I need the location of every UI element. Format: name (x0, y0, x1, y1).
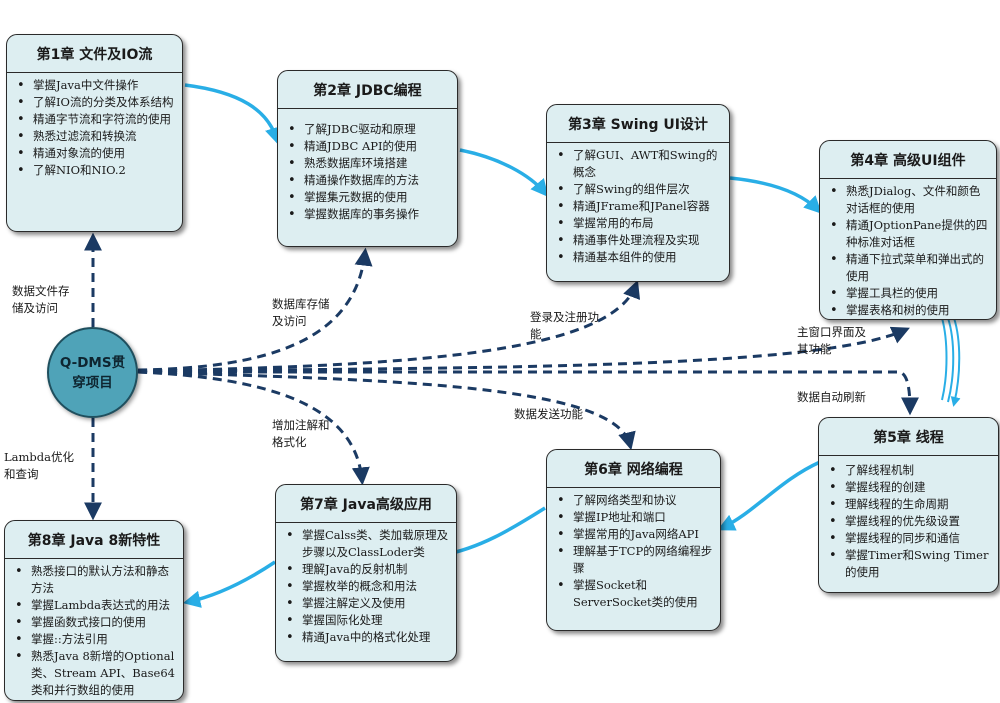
link-hub-ch4 (137, 326, 910, 373)
list-item: 掌握国际化处理 (284, 612, 450, 629)
link-label-ch1: 数据文件存储及访问 (12, 284, 70, 315)
list-item: 精通JFrame和JPanel容器 (555, 198, 723, 215)
hub-label: Q-DMS贯穿项目 (59, 354, 126, 391)
list-item: 掌握Java中文件操作 (15, 77, 176, 94)
link-label-ch2: 数据库存储及访问 (272, 297, 330, 328)
chapter-2-list: 了解JDBC驱动和原理 精通JDBC API的使用 熟悉数据库环境搭建 精通操作… (278, 109, 457, 227)
chapter-7-title: 第7章 Java高级应用 (276, 485, 456, 523)
list-item: 了解NIO和NIO.2 (15, 162, 176, 179)
chapter-6-box: 第6章 网络编程 了解网络类型和协议 掌握IP地址和端口 掌握常用的Java网络… (546, 449, 721, 631)
list-item: 了解线程机制 (827, 462, 992, 479)
link-label-ch4: 主窗口界面及其功能 (797, 325, 866, 356)
link-label-ch3: 登录及注册功能 (530, 310, 599, 341)
link-hub-ch5 (138, 370, 919, 416)
link-hub-ch2 (137, 247, 373, 372)
list-item: 理解线程的生命周期 (827, 496, 992, 513)
list-item: 精通下拉式菜单和弹出式的使用 (828, 251, 990, 285)
link-label-ch6: 数据发送功能 (514, 407, 583, 421)
list-item: 精通JOptionPane提供的四种标准对话框 (828, 217, 990, 251)
chapter-2-title: 第2章 JDBC编程 (278, 71, 457, 109)
chapter-2-box: 第2章 JDBC编程 了解JDBC驱动和原理 精通JDBC API的使用 熟悉数… (277, 70, 458, 247)
list-item: 掌握线程的优先级设置 (827, 513, 992, 530)
list-item: 熟悉JDialog、文件和颜色对话框的使用 (828, 183, 990, 217)
list-item: 掌握Timer和Swing Timer的使用 (827, 547, 992, 581)
chapter-6-title: 第6章 网络编程 (547, 450, 720, 488)
list-item: 熟悉Java 8新增的Optional类、Stream API、Base64类和… (13, 648, 177, 699)
list-item: 理解基于TCP的网络编程步骤 (555, 543, 714, 577)
list-item: 精通对象流的使用 (15, 145, 176, 162)
chapter-6-list: 了解网络类型和协议 掌握IP地址和端口 掌握常用的Java网络API 理解基于T… (547, 488, 720, 615)
list-item: 熟悉数据库环境搭建 (286, 155, 451, 172)
chapter-4-list: 熟悉JDialog、文件和颜色对话框的使用 精通JOptionPane提供的四种… (820, 179, 996, 319)
list-item: 精通事件处理流程及实现 (555, 232, 723, 249)
list-item: 了解GUI、AWT和Swing的概念 (555, 147, 723, 181)
list-item: 掌握枚举的概念和用法 (284, 578, 450, 595)
list-item: 了解JDBC驱动和原理 (286, 121, 451, 138)
list-item: 掌握Lambda表达式的用法 (13, 597, 177, 614)
list-item: 掌握IP地址和端口 (555, 509, 714, 526)
flow-ch1-ch2 (184, 83, 282, 146)
list-item: 掌握线程的创建 (827, 479, 992, 496)
list-item: 理解Java的反射机制 (284, 561, 450, 578)
chapter-3-list: 了解GUI、AWT和Swing的概念 了解Swing的组件层次 精通JFrame… (547, 143, 729, 270)
chapter-1-title: 第1章 文件及IO流 (7, 35, 182, 73)
link-label-ch5: 数据自动刷新 (797, 390, 866, 404)
chapter-4-title: 第4章 高级UI组件 (820, 141, 996, 179)
chapter-5-title: 第5章 线程 (819, 418, 998, 456)
link-hub-ch6 (137, 370, 636, 451)
chapter-7-list: 掌握Calss类、类加载原理及步骤以及ClassLoder类 理解Java的反射… (276, 523, 456, 650)
list-item: 掌握Calss类、类加载原理及步骤以及ClassLoder类 (284, 527, 450, 561)
list-item: 掌握常用的Java网络API (555, 526, 714, 543)
flow-ch4-ch5-c (950, 317, 961, 407)
chapter-8-list: 熟悉接口的默认方法和静态方法 掌握Lambda表达式的用法 掌握函数式接口的使用… (5, 559, 183, 700)
flow-ch6-ch7 (437, 506, 546, 562)
flow-ch3-ch4 (729, 176, 822, 214)
list-item: 了解Swing的组件层次 (555, 181, 723, 198)
chapter-1-box: 第1章 文件及IO流 掌握Java中文件操作 了解IO流的分类及体系结构 精通字… (6, 34, 183, 232)
list-item: 精通JDBC API的使用 (286, 138, 451, 155)
list-item: 精通Java中的格式化处理 (284, 629, 450, 646)
list-item: 掌握表格和树的使用 (828, 302, 990, 319)
hub-project-node: Q-DMS贯穿项目 (47, 327, 138, 418)
link-hub-ch3 (137, 279, 641, 373)
list-item: 熟悉过滤流和转换流 (15, 128, 176, 145)
list-item: 了解网络类型和协议 (555, 492, 714, 509)
link-label-ch8: Lambda优化和查询 (4, 450, 74, 481)
link-hub-ch7 (137, 370, 370, 486)
link-label-ch7: 增加注解和格式化 (272, 418, 330, 449)
chapter-5-list: 了解线程机制 掌握线程的创建 理解线程的生命周期 掌握线程的优先级设置 掌握线程… (819, 456, 998, 585)
list-item: 了解IO流的分类及体系结构 (15, 94, 176, 111)
chapter-3-title: 第3章 Swing UI设计 (547, 105, 729, 143)
flow-ch5-ch6 (717, 460, 821, 531)
list-item: 掌握Socket和ServerSocket类的使用 (555, 577, 714, 611)
flow-ch2-ch3 (459, 148, 549, 198)
chapter-5-box: 第5章 线程 了解线程机制 掌握线程的创建 理解线程的生命周期 掌握线程的优先级… (818, 417, 999, 593)
flow-ch4-ch5-b (947, 317, 955, 403)
list-item: 精通操作数据库的方法 (286, 172, 451, 189)
list-item: 掌握常用的布局 (555, 215, 723, 232)
chapter-8-box: 第8章 Java 8新特性 熟悉接口的默认方法和静态方法 掌握Lambda表达式… (4, 520, 184, 701)
chapter-1-list: 掌握Java中文件操作 了解IO流的分类及体系结构 精通字节流和字符流的使用 熟… (7, 73, 182, 183)
flow-ch4-ch5-a (941, 317, 948, 401)
chapter-8-title: 第8章 Java 8新特性 (5, 521, 183, 559)
list-item: 精通字节流和字符流的使用 (15, 111, 176, 128)
list-item: 掌握工具栏的使用 (828, 285, 990, 302)
chapter-4-box: 第4章 高级UI组件 熟悉JDialog、文件和颜色对话框的使用 精通JOpti… (819, 140, 997, 320)
list-item: 掌握数据库的事务操作 (286, 206, 451, 223)
list-item: 掌握集元数据的使用 (286, 189, 451, 206)
chapter-3-box: 第3章 Swing UI设计 了解GUI、AWT和Swing的概念 了解Swin… (546, 104, 730, 282)
list-item: 掌握注解定义及使用 (284, 595, 450, 612)
list-item: 掌握函数式接口的使用 (13, 614, 177, 631)
list-item: 掌握线程的同步和通信 (827, 530, 992, 547)
list-item: 熟悉接口的默认方法和静态方法 (13, 563, 177, 597)
flow-ch7-ch8 (182, 560, 276, 608)
list-item: 掌握::方法引用 (13, 631, 177, 648)
list-item: 精通基本组件的使用 (555, 249, 723, 266)
chapter-7-box: 第7章 Java高级应用 掌握Calss类、类加载原理及步骤以及ClassLod… (275, 484, 457, 662)
